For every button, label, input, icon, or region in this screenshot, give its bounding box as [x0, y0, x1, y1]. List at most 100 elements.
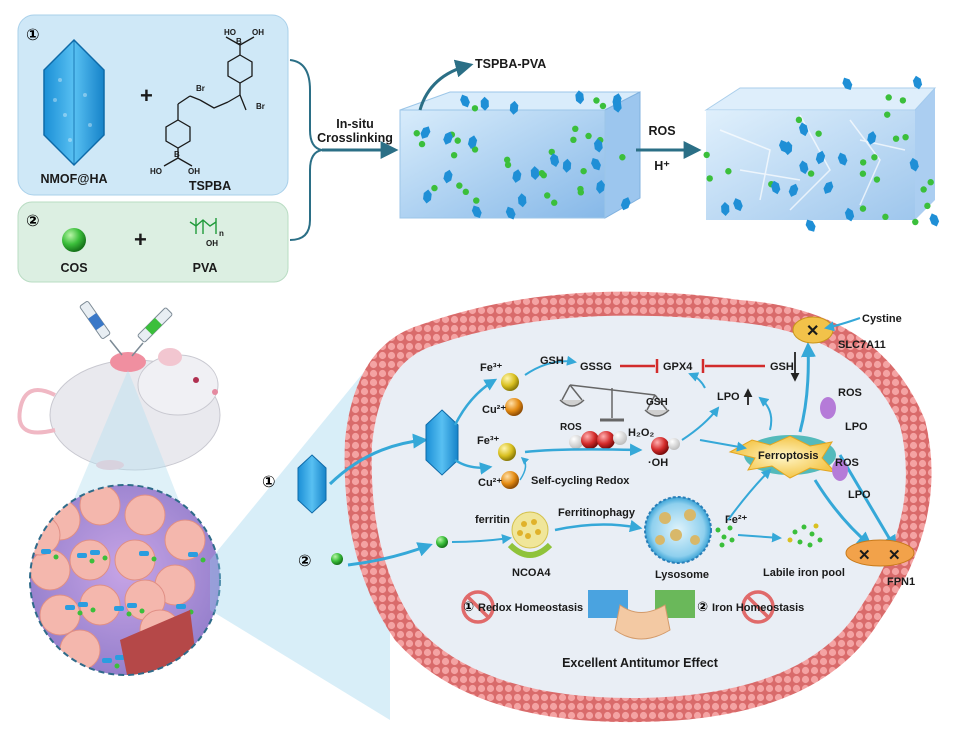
nmof-particle: [65, 605, 75, 610]
ros-label-2: ROS: [835, 457, 859, 469]
lysosome-icon: [644, 496, 712, 564]
nmof-particle: [505, 206, 516, 220]
nmof-particle: [549, 153, 560, 167]
balance-scale-icon: [559, 384, 670, 422]
cos-particle: [859, 205, 867, 212]
nmof-ha-crystal-icon: [43, 38, 105, 167]
cos-particle: [927, 179, 934, 186]
lipid-droplet-icon-1: [820, 397, 836, 419]
nmof-ha-label: NMOF@HA: [40, 172, 107, 186]
ferritinophagy-label: Ferritinophagy: [558, 507, 636, 519]
cu2-label-2: Cu²⁺: [478, 477, 502, 489]
tspba-boron-top: B: [236, 37, 242, 46]
nmof-particle: [562, 158, 572, 173]
h2o2-molecule-icon: [569, 431, 627, 449]
ferroptosis-hub: Ferroptosis: [699, 342, 897, 551]
pva-structure-icon: [189, 218, 217, 234]
tspba-oh-bottom: OH: [188, 167, 200, 176]
nmof-particle: [575, 90, 584, 105]
no-sign-icon-2: [741, 590, 775, 624]
mouse-foot: [96, 460, 124, 470]
tumor-cell-blob: [79, 485, 121, 526]
gsh-label-2: GSH: [770, 361, 794, 373]
cos-particle: [102, 555, 108, 561]
cos-particle: [882, 213, 889, 221]
tumor-cell-blob: [124, 494, 166, 536]
tspba-oh-top: OH: [252, 28, 264, 37]
tumor-cell-blob: [30, 514, 61, 556]
cos-particle: [53, 554, 59, 560]
tumor-zoom-lens: [29, 340, 390, 720]
cos-particle: [473, 197, 480, 204]
tspba-atoms: HO B OH Br Br B HO OH: [150, 28, 265, 176]
scale-gsh-label: GSH: [646, 397, 668, 408]
no-sign-icon-1: [461, 590, 495, 624]
ferritin-ncoa4-icon: [507, 511, 553, 558]
pva-n: n: [219, 229, 224, 238]
cos-particle: [77, 610, 83, 616]
h-trigger-label: H⁺: [654, 159, 670, 173]
cos-particle: [471, 105, 479, 112]
plus-sign-2: +: [134, 227, 147, 252]
ros-trigger-label: ROS: [648, 124, 675, 138]
slc7a11-block-x-icon: ✕: [806, 323, 819, 340]
syringe-icon-2: [131, 307, 173, 357]
cos-particle: [544, 192, 551, 199]
nmof-particle: [512, 169, 522, 183]
cos-particle: [706, 175, 713, 182]
mouse-eye: [193, 377, 199, 383]
nmof-particle: [114, 606, 124, 611]
cos-particle: [114, 663, 120, 669]
fpn1-label: FPN1: [887, 576, 915, 588]
nmof-in-cell-icon: [425, 409, 459, 476]
mouse-ear: [158, 348, 182, 366]
crosslink-label-1: In-situ: [336, 117, 374, 131]
nmof-particle: [420, 126, 431, 139]
hydrogel-block-icon: [399, 90, 641, 220]
cos-small-icon: [331, 553, 343, 565]
iron-pathway: ferritin NCOA4 Ferritinophagy Lysosome F…: [451, 468, 915, 588]
nmof-particle: [188, 552, 198, 557]
nmof-particle: [612, 98, 622, 113]
cos-particle: [807, 170, 815, 177]
cos-particle: [456, 182, 463, 189]
ros-label-1: ROS: [838, 387, 862, 399]
cos-particle: [577, 189, 585, 196]
cos-particle: [572, 125, 579, 133]
fe3-label-1: Fe³⁺: [480, 362, 503, 374]
gsh-label-1: GSH: [540, 355, 564, 367]
plus-sign-1: +: [140, 83, 153, 108]
homeostasis-section: ① Redox Homeostasis ② Iron Homeostasis E…: [461, 590, 804, 670]
lpo-label-1: LPO: [845, 421, 868, 433]
tspba-pva-label: TSPBA-PVA: [475, 57, 546, 71]
cos-particle: [815, 130, 822, 137]
nmof-particle: [115, 655, 125, 660]
nmof-particle: [771, 180, 781, 195]
cos-particle: [89, 558, 95, 564]
antitumor-effect-label: Excellent Antitumor Effect: [562, 656, 719, 670]
cos-particle: [65, 662, 71, 668]
cos-particle: [200, 557, 206, 563]
tspba-label: TSPBA: [189, 179, 231, 193]
cos-in-cell-icon: [436, 536, 448, 548]
nmof-particle: [460, 94, 470, 108]
nmof-particle: [815, 150, 826, 165]
tumor-cell-blob: [164, 519, 206, 561]
oh-radical-icon: [651, 437, 680, 455]
cos-particle: [431, 184, 438, 192]
nmof-particle: [41, 549, 51, 554]
mouse-nose: [212, 389, 218, 395]
nmof-particle: [467, 135, 478, 149]
gssg-label: GSSG: [580, 361, 612, 373]
tumor-cell-blob: [39, 594, 81, 636]
oh-radical-label: ·OH: [648, 457, 668, 469]
zoom-beam: [210, 340, 390, 720]
nmof-particle: [788, 183, 799, 197]
nmof-particle: [844, 207, 855, 222]
cos-particle: [873, 176, 881, 183]
nmof-particle: [40, 500, 50, 505]
group2-number: ②: [26, 211, 40, 230]
handshake-icon: [588, 590, 695, 640]
mouse-illustration: [17, 301, 221, 471]
nmof-particle: [929, 213, 940, 227]
